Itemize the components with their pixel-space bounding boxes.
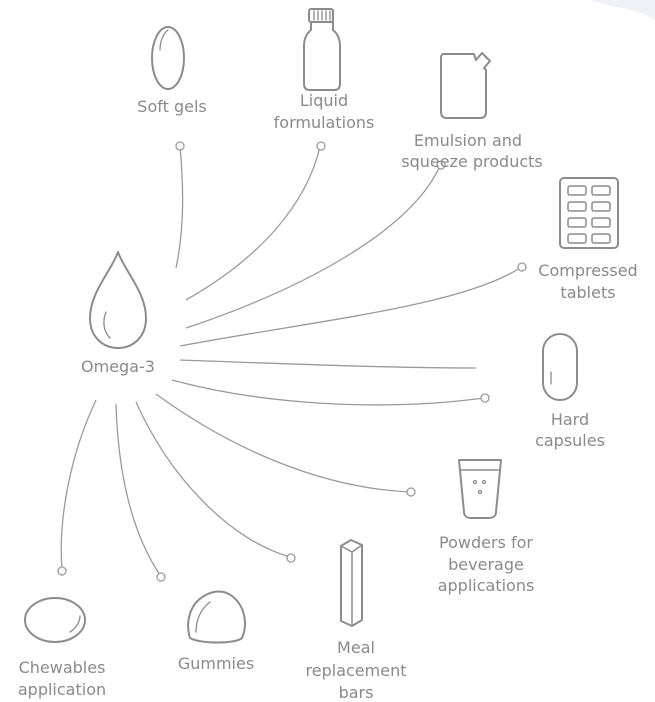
connector-hard-capsules bbox=[171, 379, 485, 406]
endpoint-powders-beverage bbox=[406, 487, 416, 497]
product-powders-beverage: Powders for beverage applications bbox=[438, 459, 535, 595]
connector-soft-gels bbox=[175, 145, 184, 269]
endpoint-soft-gels bbox=[175, 141, 185, 151]
connector-gummies bbox=[115, 403, 161, 576]
powders-beverage-label-line-1: Powders for bbox=[439, 533, 533, 552]
connector-powders-beverage bbox=[155, 393, 411, 493]
connector-omega-center bbox=[179, 359, 477, 369]
compressed-tablets-label-line-2: tablets bbox=[560, 283, 615, 302]
soft-gel-highlight bbox=[159, 29, 169, 51]
compressed-tablets-label-line-1: Compressed bbox=[538, 261, 637, 280]
soft-gels-label-line-1: Soft gels bbox=[137, 97, 206, 116]
connector-meal-bars bbox=[135, 401, 291, 558]
gummy-icon bbox=[187, 590, 246, 644]
emulsion-squeeze-label-line-2: squeeze products bbox=[401, 152, 543, 171]
omega3-node: Omega-3 bbox=[81, 251, 155, 376]
capsule-icon bbox=[542, 333, 578, 401]
endpoint-gummies bbox=[156, 572, 166, 582]
chewables-label-line-2: application bbox=[18, 680, 106, 699]
product-soft-gels: Soft gels bbox=[137, 26, 207, 116]
connector-chewables bbox=[60, 399, 97, 571]
endpoint-emulsion-squeeze bbox=[436, 160, 446, 170]
connector-liquid-formulations bbox=[185, 146, 321, 301]
product-emulsion-squeeze: Emulsion and squeeze products bbox=[401, 52, 543, 171]
pouch-icon bbox=[440, 52, 491, 119]
liquid-formulations-label-line-1: Liquid bbox=[300, 91, 348, 110]
soft-gel-icon bbox=[151, 26, 185, 90]
connectors bbox=[60, 145, 521, 576]
emulsion-squeeze-label-line-1: Emulsion and bbox=[414, 131, 522, 150]
gummy-highlight bbox=[195, 601, 211, 633]
connector-endpoints bbox=[57, 141, 527, 582]
chewable-icon bbox=[24, 597, 86, 643]
connector-emulsion-squeeze bbox=[185, 165, 441, 329]
endpoint-hard-capsules bbox=[480, 393, 490, 403]
omega3-label: Omega-3 bbox=[81, 357, 155, 376]
bottle-icon bbox=[303, 8, 341, 91]
drop-highlight bbox=[103, 311, 111, 339]
powders-beverage-label-line-3: applications bbox=[438, 576, 535, 595]
blister-pack-icon bbox=[559, 177, 619, 249]
chewable-highlight bbox=[69, 615, 81, 633]
gummies-label-line-1: Gummies bbox=[178, 654, 254, 673]
hard-capsules-label-line-1: Hard bbox=[551, 410, 589, 429]
hard-capsules-label-line-2: capsules bbox=[535, 431, 605, 450]
bar-icon bbox=[340, 539, 363, 627]
product-hard-capsules: Hard capsules bbox=[535, 333, 605, 450]
product-liquid-formulations: Liquid formulations bbox=[274, 8, 375, 132]
glass-icon bbox=[458, 459, 502, 519]
product-chewables: Chewables application bbox=[18, 597, 106, 699]
product-compressed-tablets: Compressed tablets bbox=[538, 177, 638, 302]
endpoint-compressed-tablets bbox=[517, 262, 527, 272]
meal-bars-label-line-1: Meal bbox=[337, 638, 375, 657]
endpoint-liquid-formulations bbox=[316, 141, 326, 151]
connector-compressed-tablets bbox=[179, 267, 521, 347]
meal-bars-label-line-2: replacement bbox=[306, 661, 407, 680]
corner-decoration bbox=[590, 0, 655, 20]
endpoint-meal-bars bbox=[286, 553, 296, 563]
powders-beverage-label-line-2: beverage bbox=[448, 555, 524, 574]
drop-icon bbox=[89, 251, 147, 349]
product-gummies: Gummies bbox=[178, 590, 254, 673]
meal-bars-label-line-3: bars bbox=[339, 683, 374, 702]
product-meal-bars: Meal replacement bars bbox=[306, 539, 407, 702]
liquid-formulations-label-line-2: formulations bbox=[274, 113, 375, 132]
endpoint-chewables bbox=[57, 566, 67, 576]
chewables-label-line-1: Chewables bbox=[19, 658, 106, 677]
